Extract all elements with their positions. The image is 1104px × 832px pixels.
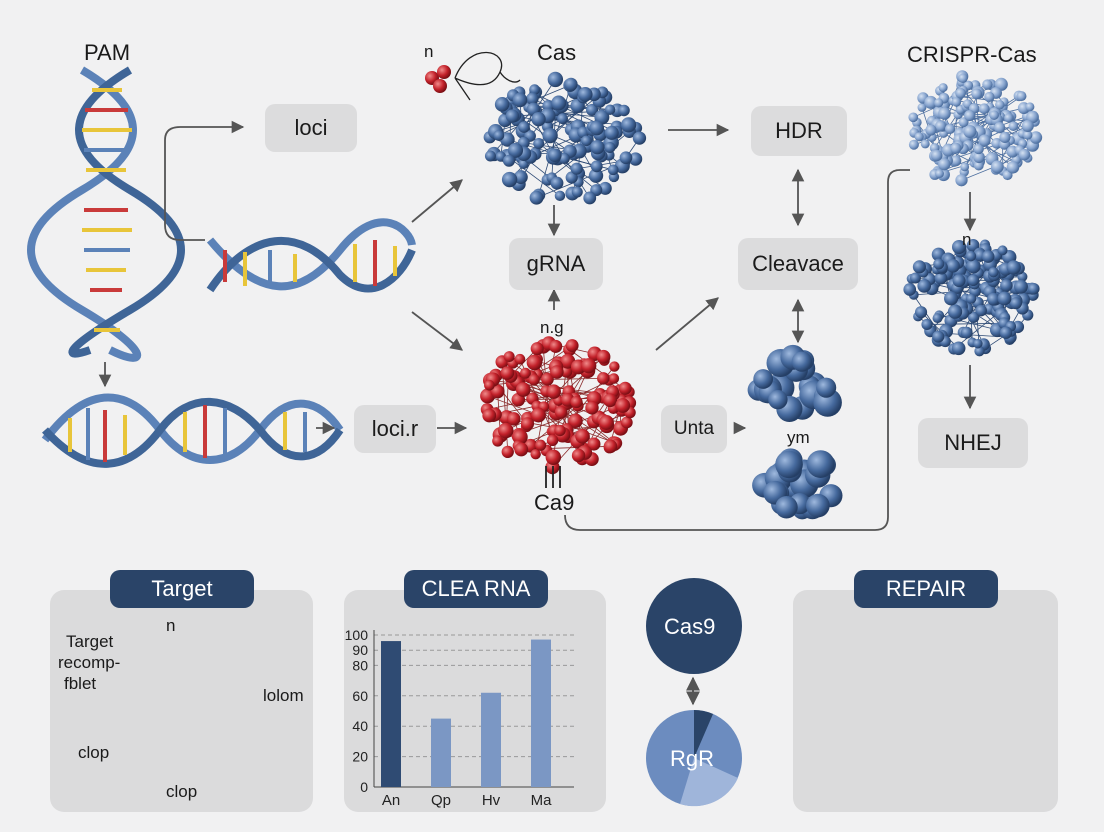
bottom-dna-helix	[41, 393, 344, 468]
target-n-label: n	[166, 616, 176, 635]
target-panel-title: Target	[110, 570, 254, 608]
ca9-protein-cluster	[480, 336, 637, 475]
chart-category-label: An	[382, 792, 400, 809]
ym-sphere-top	[747, 344, 842, 422]
chart-ytick-label: 20	[352, 749, 368, 765]
loci-box: loci	[265, 104, 357, 152]
small-red-molecule	[425, 51, 521, 101]
crispr-cas-label: CRISPR-Cas	[907, 42, 1037, 67]
hdr-box: HDR	[751, 106, 847, 156]
nhej-box: NHEJ	[918, 418, 1028, 468]
target-text-line3: fblet	[64, 674, 97, 693]
ym-label: ym	[787, 428, 810, 447]
chart-category-label: Hv	[482, 792, 501, 809]
rgr-pie	[646, 710, 742, 807]
cas9-circle-label: Cas9	[664, 614, 716, 639]
chart-bar-hv	[481, 692, 501, 787]
ym-sphere-bottom	[752, 448, 843, 520]
pam-label: PAM	[84, 40, 131, 65]
clea-rna-panel-title: CLEA RNA	[404, 570, 548, 608]
vertical-dna-helix	[27, 66, 185, 362]
flow-arrows	[98, 120, 977, 531]
clop-bottom-label: clop	[166, 782, 198, 801]
repair-panel	[793, 590, 1058, 812]
chart-ytick-label: 90	[352, 642, 368, 658]
ng-label: n.g	[540, 318, 564, 337]
chart-bar-ma	[531, 639, 551, 787]
n-protein-cluster	[903, 239, 1040, 357]
middle-dna-helix	[206, 218, 416, 293]
cleavace-box: Cleavace	[738, 238, 858, 290]
chart-bar-an	[381, 641, 401, 787]
grna-box: gRNA	[509, 238, 603, 290]
target-panel	[50, 590, 313, 812]
cas9-circle	[646, 578, 742, 674]
n-label-top: n	[424, 42, 434, 61]
rgr-pie-label: RgR	[670, 746, 715, 771]
ca9-label: Ca9	[534, 490, 575, 515]
chart-ytick-label: 0	[360, 779, 368, 795]
loci-r-box: loci.r	[354, 405, 436, 453]
unta-box: Unta	[661, 405, 727, 453]
lolom-label: lolom	[263, 686, 304, 705]
chart-category-label: Qp	[431, 792, 451, 809]
repair-panel-title: REPAIR	[854, 570, 998, 608]
n-label-right: n	[962, 230, 972, 249]
chart-bar-qp	[431, 718, 451, 787]
chart-ytick-label: 40	[352, 718, 368, 734]
chart-ytick-label: 100	[345, 627, 369, 643]
target-text-line1: Target	[66, 632, 114, 651]
clop-left-label: clop	[78, 743, 110, 762]
chart-ytick-label: 80	[352, 657, 368, 673]
cas-protein-cluster	[483, 71, 647, 205]
chart-category-label: Ma	[531, 792, 552, 809]
cas-label: Cas	[537, 40, 577, 65]
target-text-line2: recomp-	[58, 653, 121, 672]
chart-ytick-label: 60	[352, 688, 368, 704]
crispr-cas-cluster	[908, 70, 1043, 187]
